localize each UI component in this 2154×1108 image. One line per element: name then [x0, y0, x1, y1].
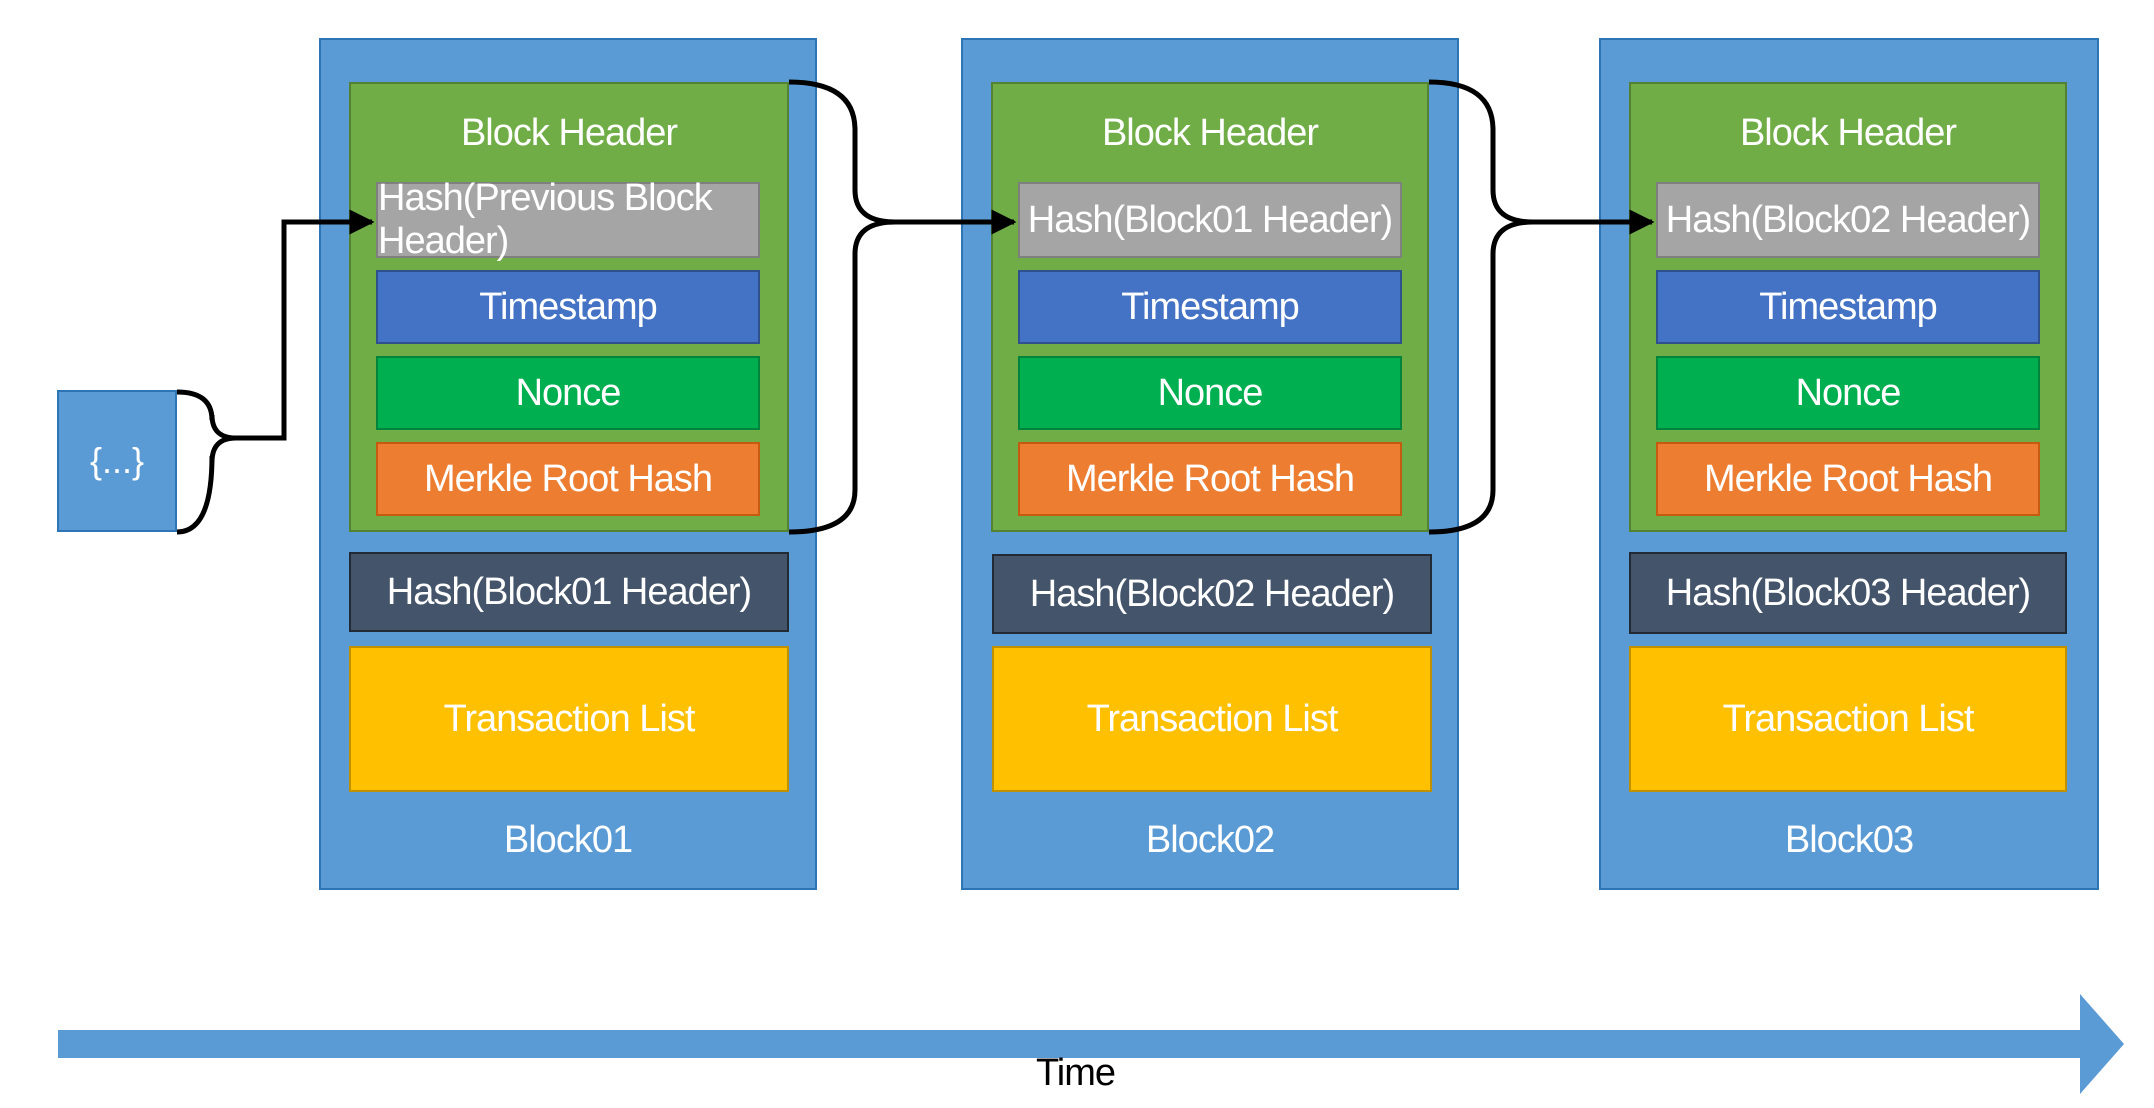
block-02-nonce: Nonce — [1018, 356, 1402, 430]
block-03-prev-hash: Hash(Block02 Header) — [1656, 182, 2040, 258]
block-01-prev-hash: Hash(Previous Block Header) — [376, 177, 760, 262]
block-02-block-hash: Hash(Block02 Header) — [992, 554, 1432, 634]
block-03-block-hash: Hash(Block03 Header) — [1629, 552, 2067, 634]
timeline-arrow — [58, 994, 2124, 1094]
block-03-label: Block03 — [1784, 818, 1914, 861]
brace-prev — [176, 389, 237, 535]
block-02-label: Block02 — [1145, 818, 1275, 861]
block-01-timestamp: Timestamp — [376, 270, 760, 344]
arrow-prev-to-block01 — [236, 209, 375, 441]
block-01-nonce: Nonce — [376, 356, 760, 430]
block-03-header-title: Block Header — [1739, 111, 1957, 154]
block-01-block-hash: Hash(Block01 Header) — [349, 552, 789, 632]
block-02-timestamp: Timestamp — [1018, 270, 1402, 344]
block-03-nonce: Nonce — [1656, 356, 2040, 430]
previous-block: {...} — [57, 390, 177, 532]
block-02-transaction-list: Transaction List — [992, 646, 1432, 792]
block-03-timestamp: Timestamp — [1656, 270, 2040, 344]
brace-block01-header — [788, 79, 896, 535]
block-02-merkle-root: Merkle Root Hash — [1018, 442, 1402, 516]
block-02-header-title: Block Header — [1101, 111, 1319, 154]
block-01-transaction-list: Transaction List — [349, 646, 789, 792]
block-03-merkle-root: Merkle Root Hash — [1656, 442, 2040, 516]
block-02-prev-hash: Hash(Block01 Header) — [1018, 182, 1402, 258]
block-01-header-title: Block Header — [460, 111, 678, 154]
block-03-transaction-list: Transaction List — [1629, 646, 2067, 792]
previous-block-label: {...} — [89, 440, 145, 481]
block-01-merkle-root: Merkle Root Hash — [376, 442, 760, 516]
block-01-label: Block01 — [503, 818, 633, 861]
brace-block02-header — [1428, 79, 1534, 535]
timeline-label: Time — [1036, 1052, 1116, 1094]
